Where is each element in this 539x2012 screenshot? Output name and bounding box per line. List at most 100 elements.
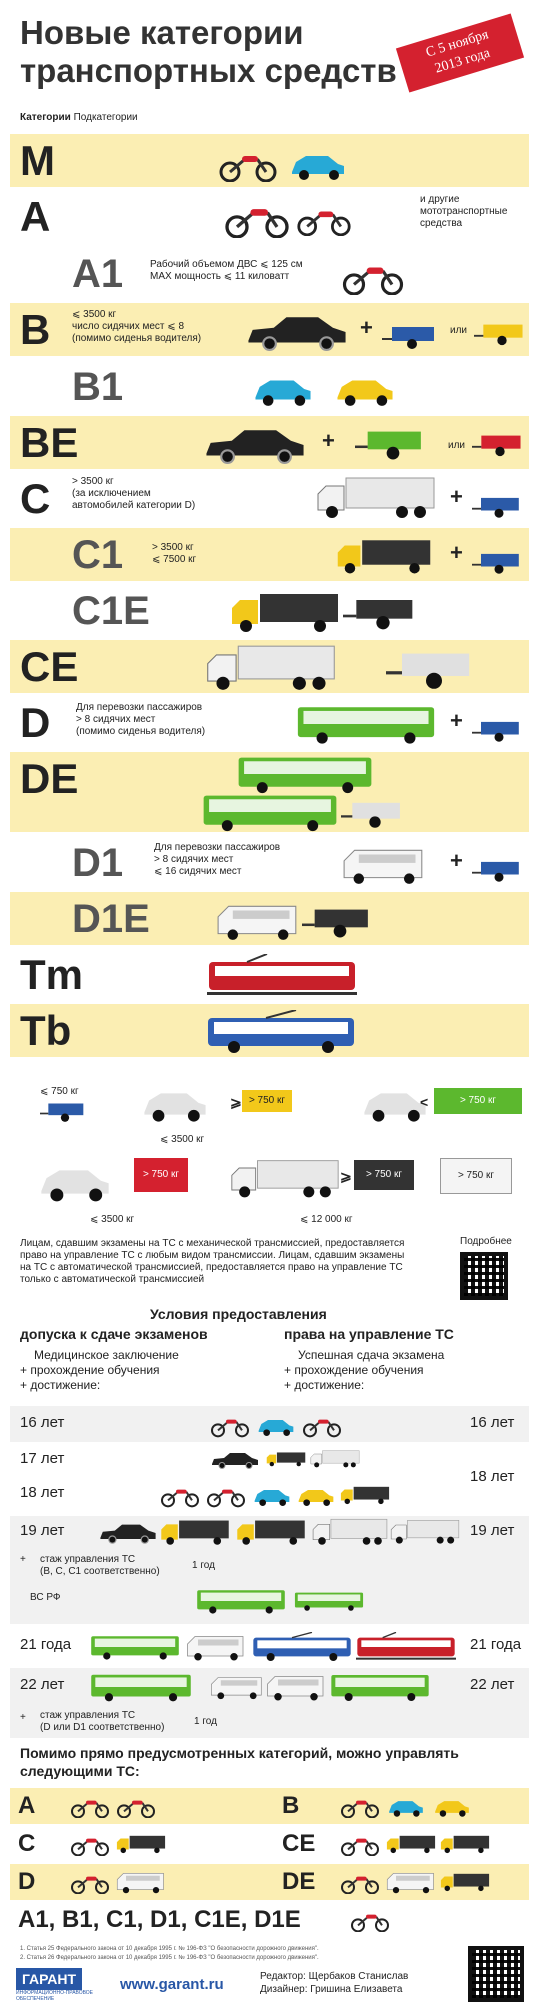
date-ribbon: С 5 ноября 2013 года (395, 13, 525, 93)
credits: Редактор: Щербаков Станислав Дизайнер: Г… (260, 1971, 409, 1995)
or-label: или (450, 325, 468, 336)
truck-icon (316, 474, 436, 522)
category-label: DE (20, 755, 79, 802)
plus-sign: + (450, 484, 463, 509)
age-row-19: 19 лет 19 лет + стаж управления ТС (В, С… (10, 1516, 529, 1624)
age-row-16: 16 лет 16 лет (10, 1406, 529, 1442)
category-label: D (20, 699, 51, 746)
plus-sign: + (360, 315, 373, 340)
car-icon (242, 313, 352, 351)
category-desc: Рабочий объемом ДВС ⩽ 125 см MAX мощност… (150, 259, 303, 282)
plus-sign: + (450, 708, 463, 733)
minibus-icon (216, 900, 300, 942)
compare-sign: ⩾ (230, 1094, 242, 1110)
extra-row: D DE (10, 1864, 529, 1900)
car-icon (200, 426, 310, 464)
age-row-21: 21 года 21 года (10, 1626, 529, 1666)
category-DE-row: DE (10, 752, 529, 832)
trailer-icon (472, 856, 526, 884)
garant-logo[interactable]: ГАРАНТ ИНФОРМАЦИОННО-ПРАВОВОЕ ОБЕСПЕЧЕНИ… (16, 1968, 106, 2002)
age-row-17-18: 17 лет 18 лет 18 лет (10, 1446, 529, 1514)
caravan-icon (348, 424, 438, 462)
trailer-icon (40, 1098, 90, 1124)
category-A1-row: A1 Рабочий объемом ДВС ⩽ 125 см MAX мощн… (10, 247, 529, 300)
category-D1-row: D1 Для перевозки пассажиров > 8 сидячих … (10, 836, 529, 889)
weight-label: ⩽ 750 кг (40, 1086, 79, 1097)
qr-code[interactable] (460, 1252, 508, 1300)
category-C1-row: C1 > 3500 кг ⩽ 7500 кг + (10, 528, 529, 581)
site-link[interactable]: www.garant.ru (120, 1976, 224, 1993)
category-desc: ⩽ 3500 кг число сидячих мест ⩽ 8 (помимо… (72, 309, 202, 344)
conditions-left-head: допуска к сдаче экзаменов (20, 1326, 208, 1342)
subcategory-label: B1 (72, 365, 124, 409)
category-BE-row: BE + или (10, 416, 529, 469)
moped-icon (218, 146, 278, 182)
trailer-weight-box: > 750 кг (134, 1158, 188, 1192)
category-B1-row: B1 (10, 360, 529, 413)
category-CE-row: CE (10, 640, 529, 693)
subcategory-label: C1 (72, 533, 124, 577)
category-D-row: D Для перевозки пассажиров > 8 сидячих м… (10, 696, 529, 749)
qr-code[interactable] (468, 1946, 524, 2002)
extra-row-last: A1, B1, C1, D1, C1E, D1E (10, 1902, 529, 1938)
trailer-weight-box: > 750 кг (242, 1090, 292, 1112)
caravan-weight-box: > 750 кг (434, 1088, 522, 1114)
bus-icon (296, 702, 436, 746)
age-row-22: 22 лет 22 лет + стаж управления ТС (D ил… (10, 1668, 529, 1738)
trailer-icon (472, 492, 526, 520)
category-Tm-row: Tm (10, 948, 529, 1001)
category-label: CE (20, 643, 79, 690)
trailer-icon (338, 592, 428, 632)
category-C1E-row: C1E (10, 584, 529, 637)
motorcycle-icon (222, 198, 292, 238)
subcategory-label: D1 (72, 841, 124, 885)
category-label: B (20, 306, 51, 353)
subcategory-label: D1E (72, 897, 150, 941)
truck-silhouette-icon (230, 1156, 340, 1202)
quad-icon (246, 372, 320, 408)
weight-label: ⩽ 12 000 кг (300, 1214, 353, 1225)
or-label: или (448, 440, 466, 451)
car-silhouette-icon (120, 1084, 230, 1124)
category-label: Tb (20, 1007, 72, 1054)
subcategory-label: A1 (72, 252, 124, 296)
minibus-icon (342, 844, 426, 886)
trailer-weight-box: > 750 кг (440, 1158, 512, 1194)
light-motorcycle-icon (340, 257, 406, 295)
plus-sign: + (450, 848, 463, 873)
category-B-row: B ⩽ 3500 кг число сидячих мест ⩽ 8 (поми… (10, 303, 529, 356)
medium-truck-icon (230, 590, 340, 634)
category-desc: Для перевозки пассажиров > 8 сидячих мес… (154, 842, 281, 877)
conditions-right-list: Успешная сдача экзамена + прохождение об… (284, 1348, 445, 1392)
articulated-bus-icon (200, 754, 410, 794)
weight-label: ⩽ 3500 кг (90, 1214, 135, 1225)
microcar-icon (285, 148, 351, 182)
trailer-icon (382, 321, 442, 351)
footnote-2: 2. Статья 26 Федерального закона от 10 д… (20, 1955, 319, 1961)
trailer-weight-box: > 750 кг (354, 1160, 414, 1190)
conditions-right-head: права на управление ТС (284, 1326, 454, 1342)
plus-sign: + (450, 540, 463, 565)
category-label: Tm (20, 951, 83, 998)
category-desc: > 3500 кг ⩽ 7500 кг (152, 542, 197, 565)
trailer-icon (472, 716, 526, 744)
trailer-icon (340, 796, 410, 830)
plus-sign: + (322, 428, 335, 453)
category-note: и другие мототранспортные средства (420, 194, 508, 229)
more-label: Подробнее (460, 1236, 512, 1247)
extra-row: C CE (10, 1826, 529, 1862)
semi-trailer-icon (344, 644, 524, 692)
weight-label: ⩽ 3500 кг (160, 1134, 205, 1145)
scooter-icon (296, 202, 352, 236)
compare-sign: < (420, 1094, 429, 1110)
category-label: A (20, 193, 51, 240)
tram-icon (202, 954, 362, 998)
transmission-note: Лицам, сдавшим экзамены на ТС с механиче… (20, 1238, 405, 1285)
subcategory-label: C1E (72, 589, 150, 633)
category-label: BE (20, 419, 79, 466)
truck-icon (196, 644, 346, 692)
compare-sign: ⩾ (340, 1168, 352, 1184)
legend: Категории Подкатегории (20, 112, 138, 123)
category-label: M (20, 137, 55, 184)
category-Tb-row: Tb (10, 1004, 529, 1057)
